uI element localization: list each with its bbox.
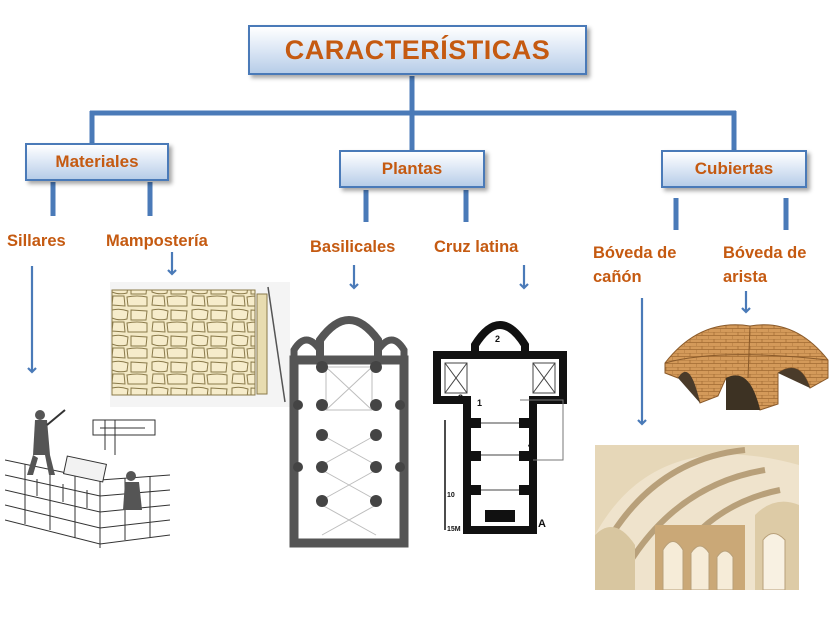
title-box: CARACTERÍSTICAS [248, 25, 587, 75]
cruz-latina-plan-illustration: 1 2 3 4 10 15M A [433, 321, 567, 534]
label-mamposteria: Mampostería [106, 232, 208, 250]
mamposteria-illustration [110, 282, 290, 407]
plan-scale-10: 10 [447, 492, 455, 499]
boveda-canon-illustration [595, 445, 799, 590]
sillares-illustration [5, 400, 170, 548]
category-cubiertas: Cubiertas [661, 150, 807, 188]
label-boveda-arista-line2: arista [723, 268, 768, 286]
basilical-plan-illustration [289, 316, 409, 548]
boveda-arista-illustration [664, 324, 829, 411]
category-plantas: Plantas [339, 150, 485, 188]
plan-letter-a: A [538, 518, 546, 530]
label-boveda-arista: Bóveda de arista [723, 241, 806, 289]
label-boveda-arista-line1: Bóveda de [723, 244, 807, 262]
label-boveda-canon: Bóveda de cañón [593, 241, 676, 289]
label-boveda-canon-line2: cañón [593, 268, 642, 286]
label-cruz-latina: Cruz latina [434, 238, 519, 256]
category-materiales: Materiales [25, 143, 169, 181]
plan-label-2: 2 [495, 334, 500, 344]
plan-label-3: 3 [458, 393, 463, 403]
plan-scale-15: 15M [447, 526, 461, 533]
plan-label-4: 4 [528, 440, 533, 450]
label-sillares: Sillares [7, 232, 66, 250]
label-boveda-canon-line1: Bóveda de [593, 244, 677, 262]
plan-label-1: 1 [477, 398, 482, 408]
label-basilicales: Basilicales [310, 238, 396, 256]
